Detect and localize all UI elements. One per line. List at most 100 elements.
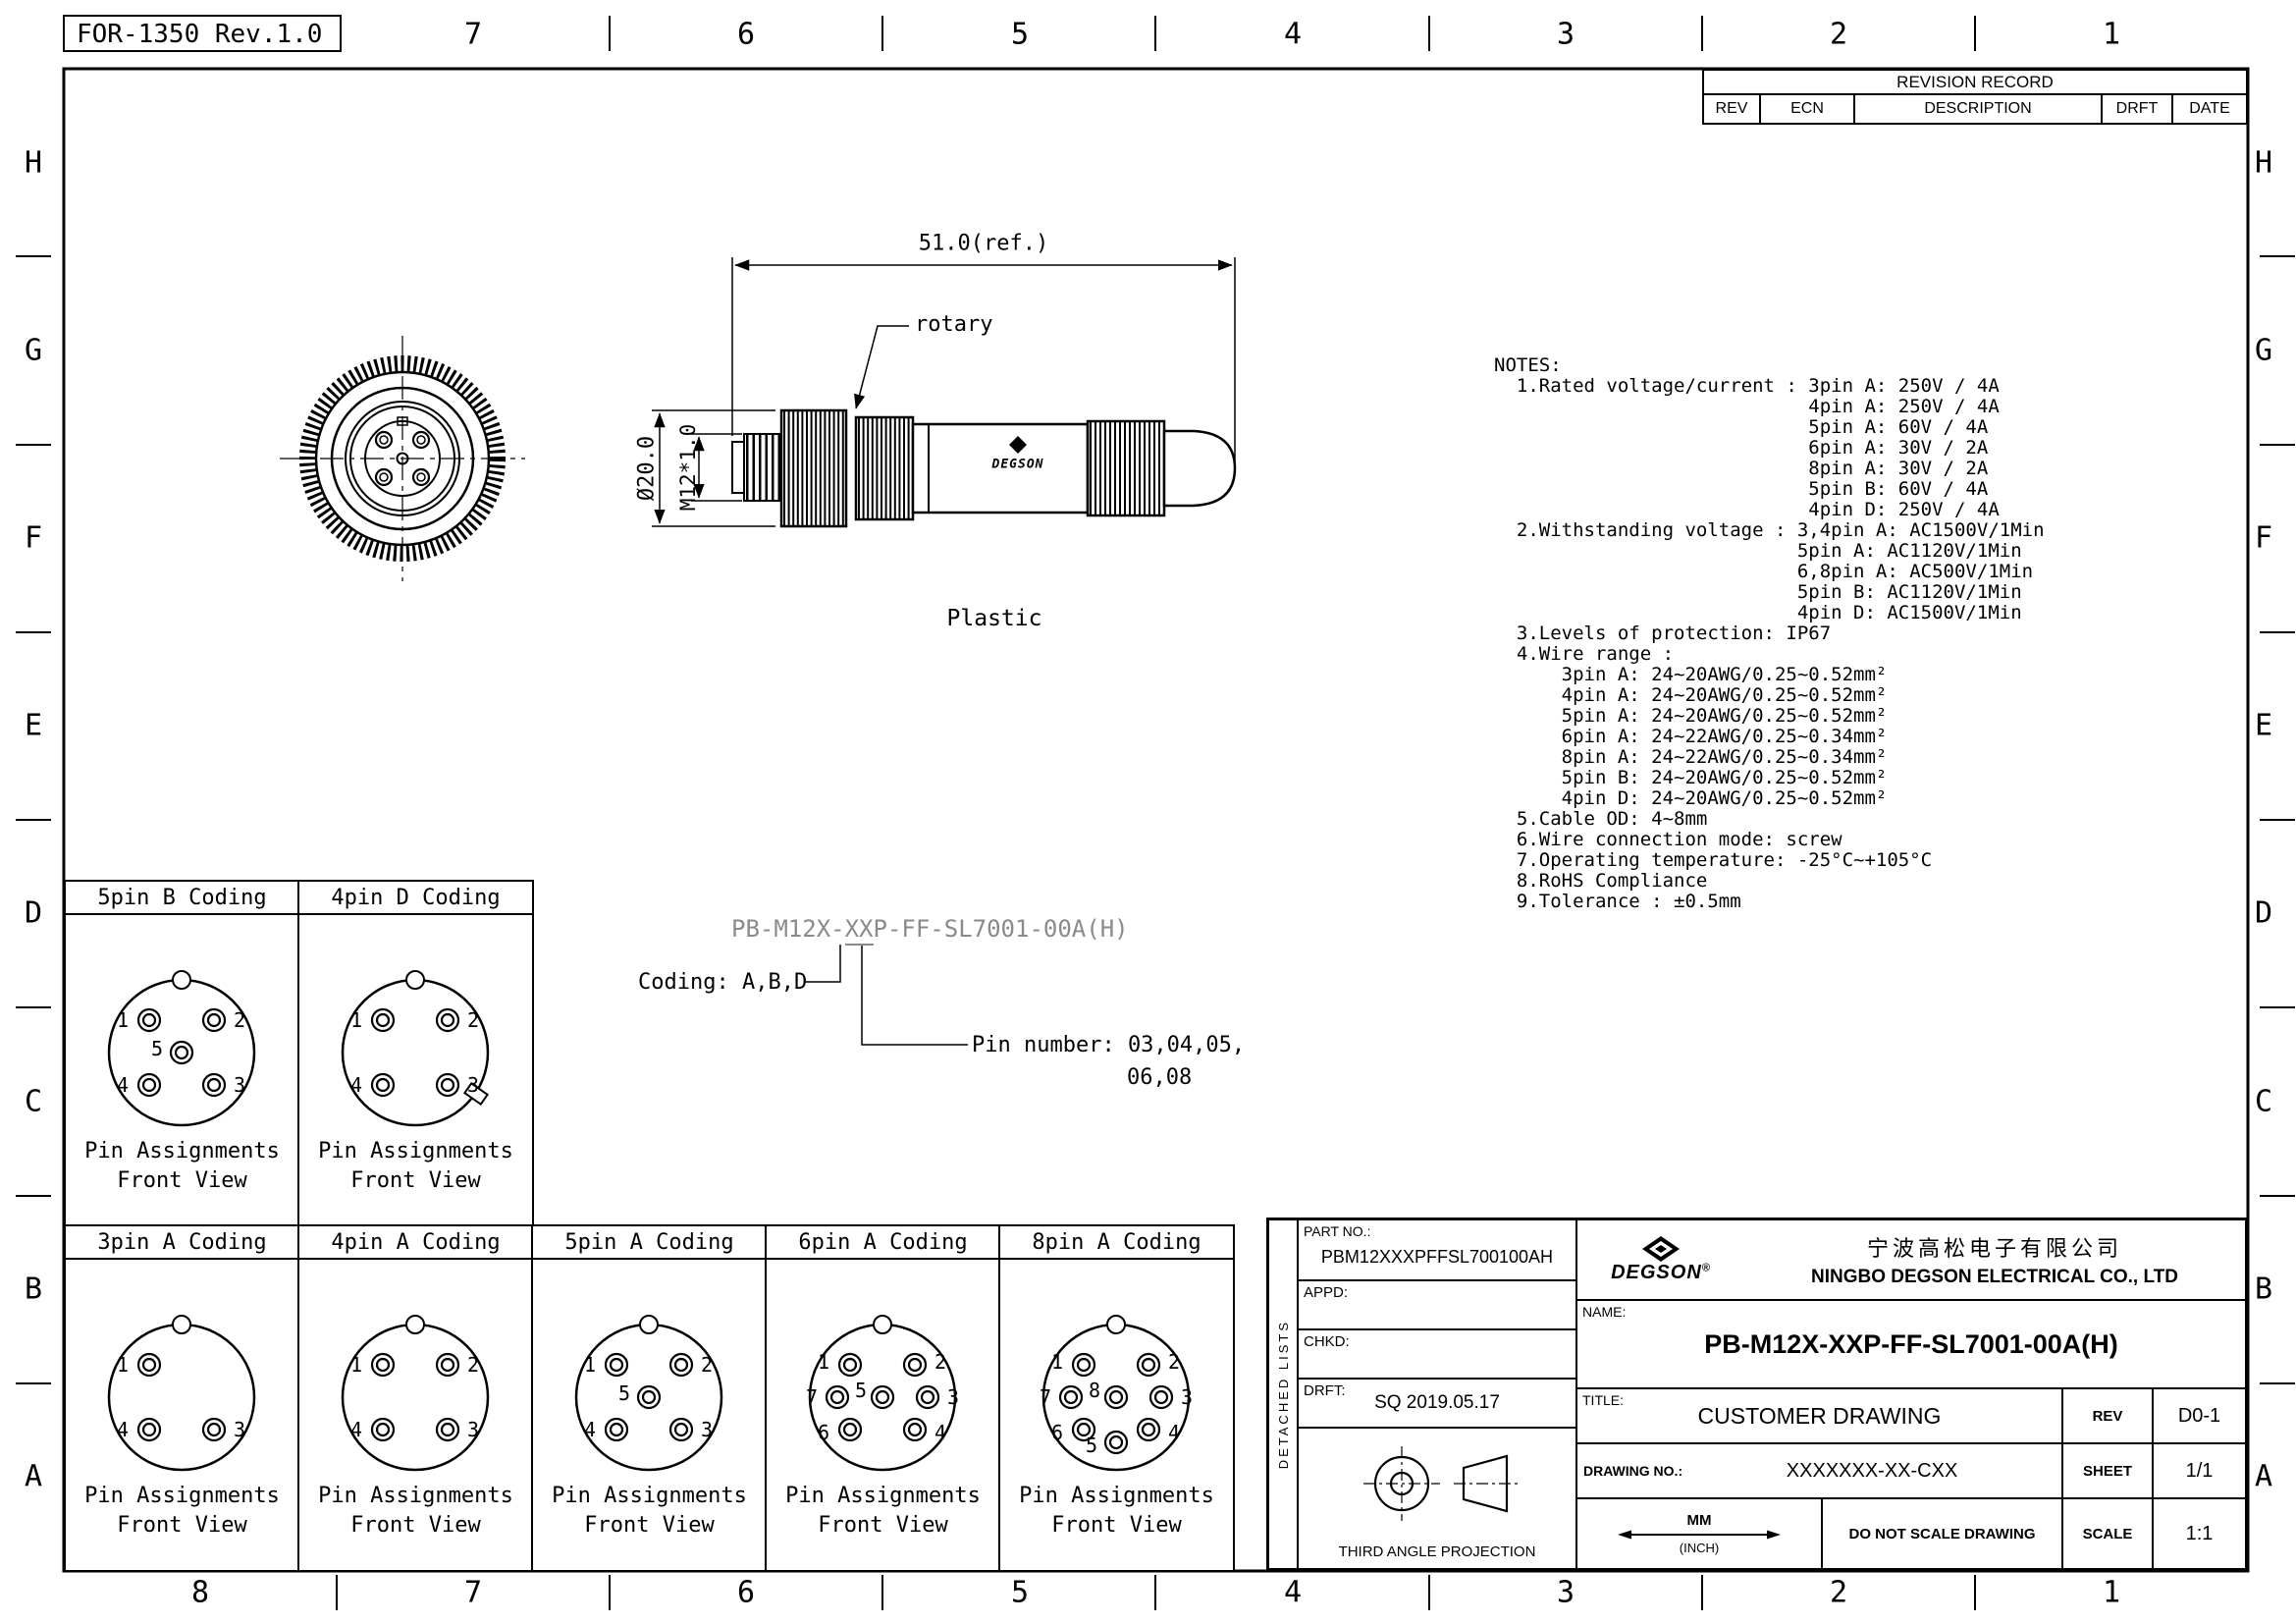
projection-cell: THIRD ANGLE PROJECTION: [1299, 1429, 1575, 1568]
pin-number-note-line2: 06,08: [1127, 1065, 1193, 1090]
callout-coding-placeholder: XX: [844, 915, 874, 946]
zone-col-label-top: 6: [736, 17, 756, 52]
pin-label: 3: [466, 1418, 480, 1441]
front-view-caption: Front View: [117, 1168, 247, 1193]
zone-row-label-right: D: [2254, 895, 2273, 931]
zone-row-label-right: B: [2254, 1272, 2273, 1307]
name-row: NAME: PB-M12X-XXP-FF-SL7001-00A(H): [1577, 1301, 2245, 1389]
part-no-cell: PART NO.: PBM12XXXPFFSL700100AH: [1299, 1220, 1575, 1281]
pin-diagram-view: 1 2 4 3 Pin Assignments Front View: [299, 915, 532, 1224]
pin-diagram-view: 1 2 7 3 8 6 5 4 Pin Assignments Front Vi…: [1000, 1260, 1233, 1570]
pin-label: 5: [617, 1381, 631, 1405]
revision-col-ecn: ECN: [1759, 95, 1853, 123]
title-row: TITLE: CUSTOMER DRAWING REV D0-1: [1577, 1389, 2245, 1444]
name-label: NAME:: [1582, 1304, 1627, 1320]
degson-logo-icon: [1642, 1235, 1680, 1262]
zone-row-label-left: F: [24, 520, 43, 556]
pin-label: 1: [349, 1008, 363, 1032]
pin-label: 2: [934, 1350, 947, 1374]
title-block: DETACHED LISTS PART NO.: PBM12XXXPFFSL70…: [1266, 1218, 2248, 1571]
connector-side-view: [731, 408, 1237, 528]
pin-diagram-title: 8pin A Coding: [1000, 1226, 1233, 1260]
pin-face-drawing: [574, 1315, 723, 1472]
front-view-caption: Front View: [350, 1513, 481, 1538]
no-scale-note: DO NOT SCALE DRAWING: [1821, 1499, 2061, 1568]
detached-lists-strip: DETACHED LISTS: [1269, 1220, 1299, 1568]
company-name-en: NINGBO DEGSON ELECTRICAL CO., LTD: [1810, 1267, 2179, 1287]
pin-label: 6: [817, 1421, 830, 1444]
pin-diagram-title: 3pin A Coding: [66, 1226, 298, 1260]
pin-label: 1: [1050, 1350, 1064, 1374]
pin-face-drawing: [341, 970, 490, 1127]
revision-record-title: REVISION RECORD: [1702, 69, 2248, 95]
pin-label: 4: [349, 1073, 363, 1097]
pin-diagram-title: 6pin A Coding: [767, 1226, 999, 1260]
pin-label: 7: [1039, 1385, 1052, 1409]
company-row: DEGSON® 宁波高松电子有限公司 NINGBO DEGSON ELECTRI…: [1577, 1220, 2245, 1301]
pin-label: 8: [1088, 1379, 1101, 1402]
rev-value: D0-1: [2152, 1389, 2245, 1442]
pin-label: 3: [233, 1073, 246, 1097]
degson-logo-on-body-icon: [1009, 436, 1027, 454]
pin-assignments-caption: Pin Assignments: [552, 1484, 747, 1508]
revision-record-columns: REV ECN DESCRIPTION DRFT DATE: [1702, 95, 2248, 125]
company-logo: DEGSON®: [1577, 1220, 1744, 1299]
zone-col-label-top: 1: [2102, 17, 2121, 52]
title-block-right: DEGSON® 宁波高松电子有限公司 NINGBO DEGSON ELECTRI…: [1575, 1220, 2245, 1568]
zone-row-label-right: F: [2254, 520, 2273, 556]
zone-col-label-bottom: 4: [1283, 1575, 1303, 1610]
zone-row-label-right: E: [2254, 708, 2273, 743]
zone-col-label-top: 3: [1556, 17, 1575, 52]
mm-inch-arrow-icon: [1618, 1530, 1781, 1540]
zone-row-label-right: C: [2254, 1084, 2273, 1119]
third-angle-projection-icon: [1363, 1446, 1519, 1521]
thread-dimension: M12*1.0: [676, 423, 700, 512]
callout-prefix: PB-M12X-: [731, 915, 845, 943]
connector-front-view: [280, 336, 525, 581]
pin-diagram-5pin-a: 5pin A Coding 1 2 5 4 3 Pin Assignments …: [531, 1224, 768, 1572]
pin-assignments-caption: Pin Assignments: [84, 1484, 280, 1508]
pin-label: 3: [946, 1385, 960, 1409]
units-mm-label: MM: [1686, 1512, 1712, 1529]
pin-diagram-title: 5pin A Coding: [533, 1226, 766, 1260]
pin-label: 3: [1180, 1385, 1194, 1409]
diameter-dimension: Ø20.0: [634, 435, 660, 502]
drawing-no-label: DRAWING NO.:: [1583, 1463, 1683, 1479]
pin-face-drawing: [107, 970, 256, 1127]
pin-label: 2: [700, 1353, 714, 1377]
pin-diagram-view: 1 2 4 3 Pin Assignments Front View: [299, 1260, 532, 1570]
pin-label: 2: [1167, 1350, 1181, 1374]
zone-row-label-right: A: [2254, 1459, 2273, 1494]
chkd-cell: CHKD:: [1299, 1330, 1575, 1380]
pin-label: 3: [233, 1418, 246, 1441]
pin-diagram-5pin-b: 5pin B Coding 1 2 5 4 3 Pin Assignments …: [64, 880, 300, 1226]
pin-diagram-title: 5pin B Coding: [66, 882, 298, 915]
zone-col-label-bottom: 3: [1556, 1575, 1575, 1610]
zone-col-label-top: 2: [1829, 17, 1848, 52]
zone-col-label-bottom: 8: [190, 1575, 210, 1610]
pin-label: 6: [1050, 1421, 1064, 1444]
drawing-title-value: CUSTOMER DRAWING: [1697, 1402, 1942, 1429]
pin-diagram-4pin-a: 4pin A Coding 1 2 4 3 Pin Assignments Fr…: [297, 1224, 534, 1572]
zone-col-label-bottom: 2: [1829, 1575, 1848, 1610]
front-view-caption: Front View: [117, 1513, 247, 1538]
pin-assignments-caption: Pin Assignments: [1019, 1484, 1214, 1508]
drawing-no-row: DRAWING NO.: XXXXXXX-XX-CXX SHEET 1/1: [1577, 1444, 2245, 1499]
zone-row-label-right: H: [2254, 145, 2273, 181]
appd-cell: APPD:: [1299, 1281, 1575, 1330]
units-inch-label: (INCH): [1679, 1541, 1720, 1555]
units-cell: MM (INCH): [1577, 1499, 1821, 1568]
zone-row-label-left: E: [24, 708, 43, 743]
pin-label: 2: [233, 1008, 246, 1032]
pin-label: 3: [466, 1073, 480, 1097]
zone-col-label-bottom: 1: [2102, 1575, 2121, 1610]
zone-col-label-bottom: 5: [1010, 1575, 1030, 1610]
sheet-value: 1/1: [2152, 1444, 2245, 1497]
registered-mark: ®: [1701, 1261, 1711, 1273]
pin-assignments-caption: Pin Assignments: [318, 1484, 513, 1508]
pin-diagram-6pin-a: 6pin A Coding 1 2 7 3 5 6 4 Pin Assignme…: [765, 1224, 1001, 1572]
pin-label: 5: [150, 1037, 164, 1060]
pin-label: 5: [1085, 1434, 1098, 1457]
zone-row-label-left: D: [24, 895, 43, 931]
zone-row-label-left: B: [24, 1272, 43, 1307]
